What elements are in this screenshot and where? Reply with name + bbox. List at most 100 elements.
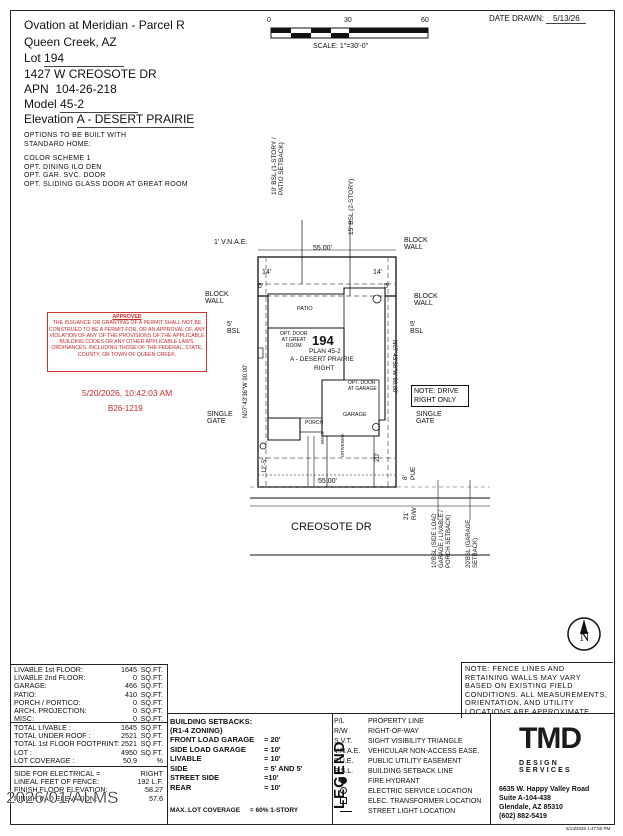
single-gate-left: SINGLE GATE bbox=[207, 411, 233, 425]
porch-label: PORCH bbox=[305, 420, 324, 426]
bsl-rear-right: 15' BSL (2-STORY) bbox=[348, 178, 355, 235]
stat-value: 410 bbox=[125, 689, 137, 699]
stat-value: 1645 bbox=[121, 723, 137, 732]
stat-label: PORCH / PORTICO: bbox=[14, 697, 81, 707]
setback-row: SIDE LOAD GARAGE= 10' bbox=[170, 744, 281, 754]
stat-label: TOTAL LIVABLE : bbox=[14, 723, 71, 732]
stat-value: 2521 bbox=[121, 731, 137, 741]
stat-value: 50.9 bbox=[123, 755, 137, 765]
setback-row: STREET SIDE=10' bbox=[170, 773, 279, 782]
date-drawn: DATE DRAWN: 5/13/26 bbox=[489, 14, 587, 24]
stat-value: 0 bbox=[133, 706, 137, 715]
building-setbacks: BUILDING SETBACKS: (R1-4 ZONING) FRONT L… bbox=[167, 713, 333, 825]
street-name: CREOSOTE DR bbox=[291, 521, 372, 533]
stat-value: 58.27 bbox=[145, 785, 163, 795]
stat-label: GARAGE: bbox=[14, 681, 47, 691]
garage-setback: 20'BSL (GARAGE SETBACK) bbox=[466, 519, 479, 568]
stat-value: RIGHT bbox=[140, 769, 163, 778]
stat-label: LOT COVERAGE : bbox=[14, 755, 75, 765]
stat-unit: SQ.FT. bbox=[140, 714, 163, 724]
block-wall-right-top: BLOCK WALL bbox=[404, 237, 428, 251]
walk-label: WALK bbox=[320, 431, 325, 444]
five-bsl-left: 5' BSL bbox=[227, 321, 241, 335]
stat-label: SIDE FOR ELECTRICAL = bbox=[14, 769, 101, 778]
stat-unit: SQ.FT. bbox=[140, 723, 163, 732]
stat-unit: SQ.FT. bbox=[140, 681, 163, 691]
community-name: Ovation at Meridian - Parcel R bbox=[24, 18, 185, 32]
stat-label: FINISH PAD ELEVATION: bbox=[14, 793, 98, 803]
stat-unit: SQ.FT. bbox=[140, 697, 163, 707]
dim-21: 21' bbox=[403, 511, 410, 520]
stat-value: 2521 bbox=[121, 739, 137, 749]
dim-5-right: 5' bbox=[384, 283, 390, 290]
stat-label: LIVABLE 2nd FLOOR: bbox=[14, 673, 86, 683]
electric-icon bbox=[340, 787, 347, 794]
approval-timestamp: 5/20/2026, 10:42:03 AM bbox=[82, 388, 173, 398]
house-outline bbox=[267, 287, 386, 441]
scale-bar bbox=[270, 27, 429, 39]
options-block: OPTIONS TO BE BUILT WITH STANDARD HOME: … bbox=[24, 132, 188, 188]
block-wall-left: BLOCK WALL bbox=[205, 291, 229, 305]
stat-label: LIVABLE 1st FLOOR: bbox=[14, 665, 83, 674]
setback-row: LIVABLE= 10' bbox=[170, 754, 281, 763]
stat-unit: SQ.FT. bbox=[140, 706, 163, 715]
dim-12: 12'-5" bbox=[262, 457, 268, 473]
dim-5-left: 5' bbox=[258, 283, 264, 290]
dim-20: 20' bbox=[374, 452, 381, 462]
stat-unit: SQ.FT. bbox=[140, 739, 163, 749]
option-item: OPT. SLIDING GLASS DOOR AT GREAT ROOM bbox=[24, 180, 188, 188]
patio bbox=[267, 293, 345, 329]
stat-row: SIDE FOR ELECTRICAL = RIGHT bbox=[14, 769, 163, 778]
elevation-line: Elevation A - DESERT PRAIRIE bbox=[24, 112, 195, 128]
stat-row: LINEAL FEET OF FENCE:192 L.F. bbox=[14, 777, 163, 786]
stat-unit: SQ.FT. bbox=[140, 673, 163, 683]
stat-value: 466 bbox=[125, 681, 137, 691]
elevation-value: A - DESERT PRAIRIE bbox=[76, 112, 195, 128]
setback-row: SIDE= 5' AND 5' bbox=[170, 763, 303, 773]
stat-unit: SQ.FT. bbox=[140, 747, 163, 757]
company-block: TMD DESIGN SERVICES 6635 W. Happy Valley… bbox=[490, 713, 615, 825]
stat-label: ARCH. PROJECTION: bbox=[14, 706, 87, 715]
note-drive: NOTE: DRIVE RIGHT ONLY bbox=[411, 385, 469, 407]
stat-label: TOTAL UNDER ROOF : bbox=[14, 731, 91, 741]
site-plan bbox=[250, 220, 490, 556]
option-item: OPT. DINING ILO DEN bbox=[24, 163, 102, 171]
scale-tick-30: 30 bbox=[344, 17, 352, 24]
stat-value: 0 bbox=[133, 697, 137, 707]
svg-text:N: N bbox=[580, 629, 590, 644]
setback-row: FRONT LOAD GARAGE= 20' bbox=[170, 735, 281, 744]
model-line: Model 45-2 bbox=[24, 97, 139, 113]
stat-unit: SQ.FT. bbox=[140, 731, 163, 741]
stat-row: FINISH PAD ELEVATION:57.6 bbox=[14, 793, 163, 803]
bsl-rear-left: 10' BSL (1-STORY / PATIO SETBACK) bbox=[271, 137, 285, 195]
lot-line: Lot 194 bbox=[24, 51, 125, 67]
scale-label: SCALE: 1"=30'-0" bbox=[313, 43, 369, 50]
stat-label: TOTAL 1st FLOOR FOOTPRINT: bbox=[14, 739, 120, 749]
stat-unit: SQ.FT. bbox=[140, 689, 163, 699]
side-load-bsl: 10'BSL (SIDE LOAD GARAGE / LIVABLE / POR… bbox=[432, 510, 452, 568]
rw-label: R/W bbox=[411, 507, 418, 520]
garage-label: GARAGE bbox=[343, 412, 367, 418]
dim-14-right: 14' bbox=[373, 269, 383, 276]
city-state: Queen Creek, AZ bbox=[24, 35, 117, 49]
single-gate-right: SINGLE GATE bbox=[416, 411, 442, 425]
top-width: 55.00' bbox=[313, 245, 332, 252]
block-wall-right: BLOCK WALL bbox=[414, 293, 438, 307]
stat-unit: % bbox=[156, 755, 163, 765]
transformer-icon bbox=[340, 797, 347, 804]
overlay-date: 2026/01/ALMS bbox=[6, 788, 119, 807]
garage bbox=[321, 379, 380, 437]
sheet-border bbox=[10, 10, 615, 825]
right-depth: N07°43'36"W 90.00' bbox=[391, 340, 397, 394]
stat-label: PATIO: bbox=[14, 689, 37, 699]
stat-label: LOT : bbox=[14, 747, 32, 757]
